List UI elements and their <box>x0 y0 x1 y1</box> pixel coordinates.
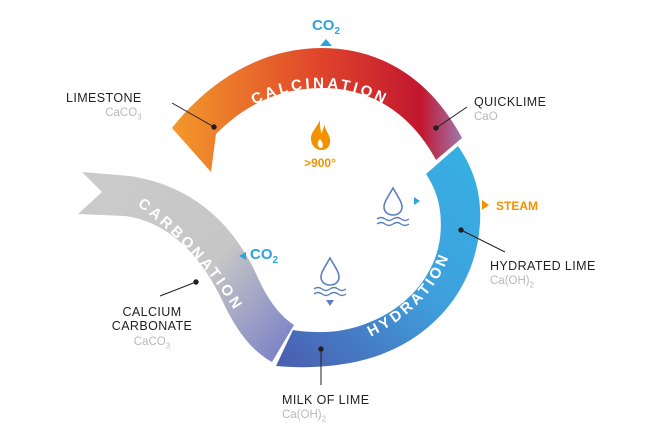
inner-co2-indicator: CO2 <box>239 246 279 266</box>
svg-text:CO2: CO2 <box>250 246 279 266</box>
hydrated-lime-name: HYDRATED LIME <box>490 259 596 273</box>
svg-text:>900°: >900° <box>304 156 336 170</box>
water-drop-center <box>313 256 347 306</box>
water-drop-icon <box>383 186 403 216</box>
leader-lines <box>159 102 506 385</box>
milk-of-lime-label: MILK OF LIME Ca(OH)2 <box>282 393 369 424</box>
right-arrow-icon <box>482 200 489 210</box>
right-arrow-icon <box>414 197 420 205</box>
calcium-carbonate-name-line2: CARBONATE <box>111 319 193 334</box>
quicklime-name: QUICKLIME <box>474 95 547 109</box>
calcium-carbonate-name-line1: CALCIUM <box>122 305 182 319</box>
top-co2-indicator: CO2 <box>312 17 341 46</box>
water-drop-icon <box>320 256 340 286</box>
limestone-formula: CaCO3 <box>105 107 142 122</box>
flame-icon <box>310 120 331 150</box>
milk-of-lime-name: MILK OF LIME <box>282 393 370 407</box>
water-drop-right <box>376 186 420 227</box>
up-arrow-icon <box>320 39 332 46</box>
limestone-name: LIMESTONE <box>66 91 142 105</box>
carbonation-arc <box>78 172 294 362</box>
calcium-carbonate-label: CALCIUM CARBONATE CaCO3 <box>92 305 212 350</box>
quicklime-formula: CaO <box>474 111 498 124</box>
milk-of-lime-formula: Ca(OH)2 <box>282 409 327 424</box>
hydrated-lime-label: HYDRATED LIME Ca(OH)2 <box>490 259 596 290</box>
quicklime-label: QUICKLIME CaO <box>474 95 546 126</box>
hydrated-lime-formula: Ca(OH)2 <box>490 275 535 290</box>
calcination-arc <box>172 48 462 172</box>
svg-text:STEAM: STEAM <box>496 199 538 213</box>
left-arrow-icon <box>239 252 246 260</box>
limestone-label: LIMESTONE CaCO3 <box>66 91 142 122</box>
hydration-arc <box>276 146 481 368</box>
steam-indicator: STEAM <box>482 199 538 213</box>
flame-indicator: >900° <box>304 120 336 170</box>
svg-text:CO2: CO2 <box>312 17 341 37</box>
calcium-carbonate-formula: CaCO3 <box>133 335 171 351</box>
down-arrow-icon <box>326 300 334 306</box>
